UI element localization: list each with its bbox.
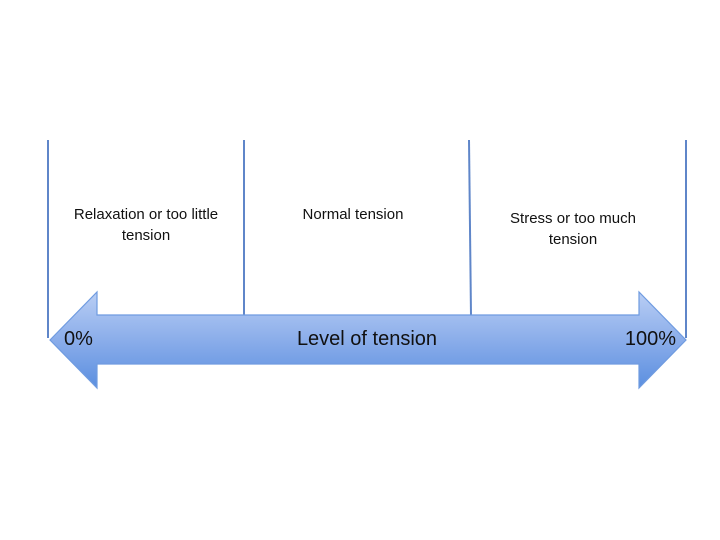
tension-scale-arrow xyxy=(49,290,687,390)
zone-label-relaxation: Relaxation or too little tension xyxy=(73,206,219,244)
scale-max-label: 100% xyxy=(624,328,676,350)
zone-label-stress: Stress or too much tension xyxy=(510,210,636,248)
scale-title: Level of tension xyxy=(296,328,438,350)
zone-label-normal: Normal tension xyxy=(302,206,404,223)
divider-line-2 xyxy=(468,139,472,317)
scale-min-label: 0% xyxy=(64,328,93,350)
